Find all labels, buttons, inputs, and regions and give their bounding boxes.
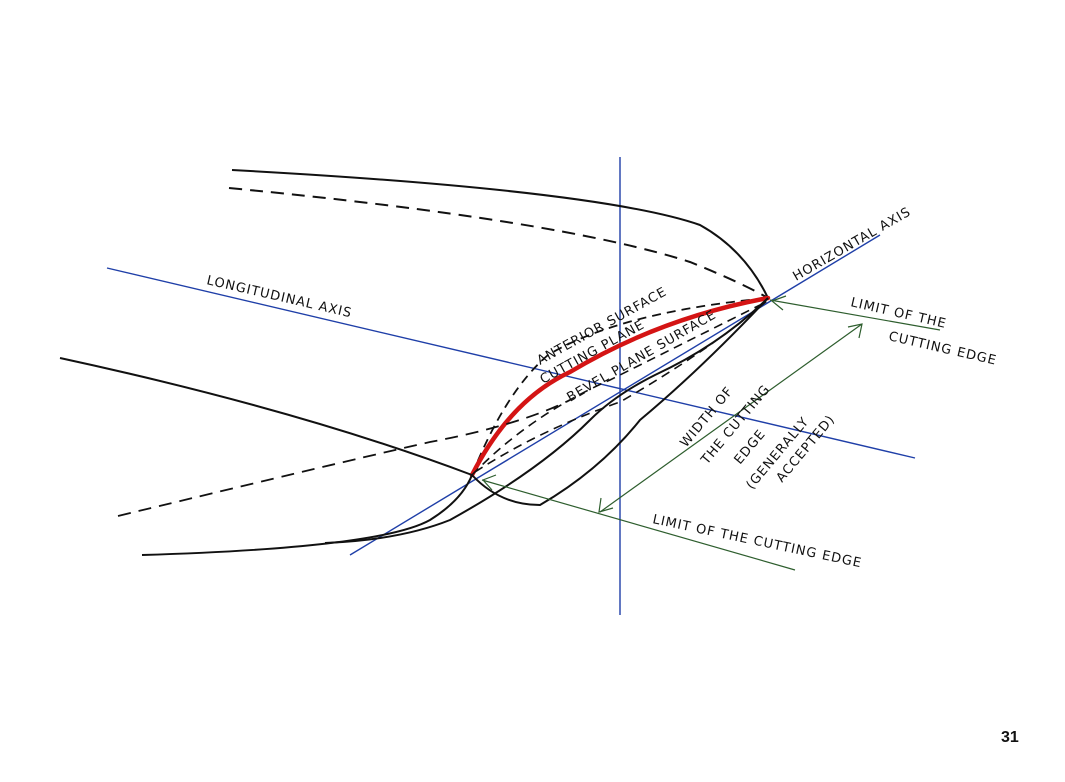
bevel-plane-upper-dashed — [471, 304, 761, 476]
width-dimension-arrow-end — [847, 323, 863, 339]
width-of-cutting-edge-label: WIDTH OF THE CUTTING EDGE (GENERALLY ACC… — [678, 382, 839, 492]
upper-limit-arrowhead — [770, 295, 787, 311]
left-blade-lower-line — [141, 474, 473, 556]
horizontal-axis-line — [349, 234, 881, 556]
horizontal-axis-label: HORIZONTAL AXIS — [791, 205, 914, 285]
bevel-heel-outline — [471, 297, 769, 507]
lower-limit-arrowhead — [481, 474, 497, 491]
longitudinal-axis-label: LONGITUDINAL AXIS — [205, 273, 353, 321]
upper-limit-label-line1: LIMIT OF THE — [849, 295, 948, 332]
lower-limit-label: LIMIT OF THE CUTTING EDGE — [651, 512, 863, 571]
width-dimension-line — [599, 323, 863, 513]
longitudinal-axis-line — [106, 267, 916, 459]
left-blade-upper-line — [59, 357, 473, 476]
upper-limit-label-line2: CUTTING EDGE — [887, 329, 998, 368]
bevel-lower-outline — [324, 297, 769, 544]
upper-blade-hidden-edge — [228, 187, 769, 299]
cutting-edge-curve — [469, 295, 771, 478]
width-dimension-arrow-start — [598, 497, 614, 513]
upper-limit-line — [769, 299, 941, 331]
upper-blade-outline — [231, 169, 769, 299]
page-number: 31 — [1001, 729, 1019, 746]
lower-limit-line — [481, 479, 796, 571]
left-blade-hidden-edge — [117, 399, 571, 517]
